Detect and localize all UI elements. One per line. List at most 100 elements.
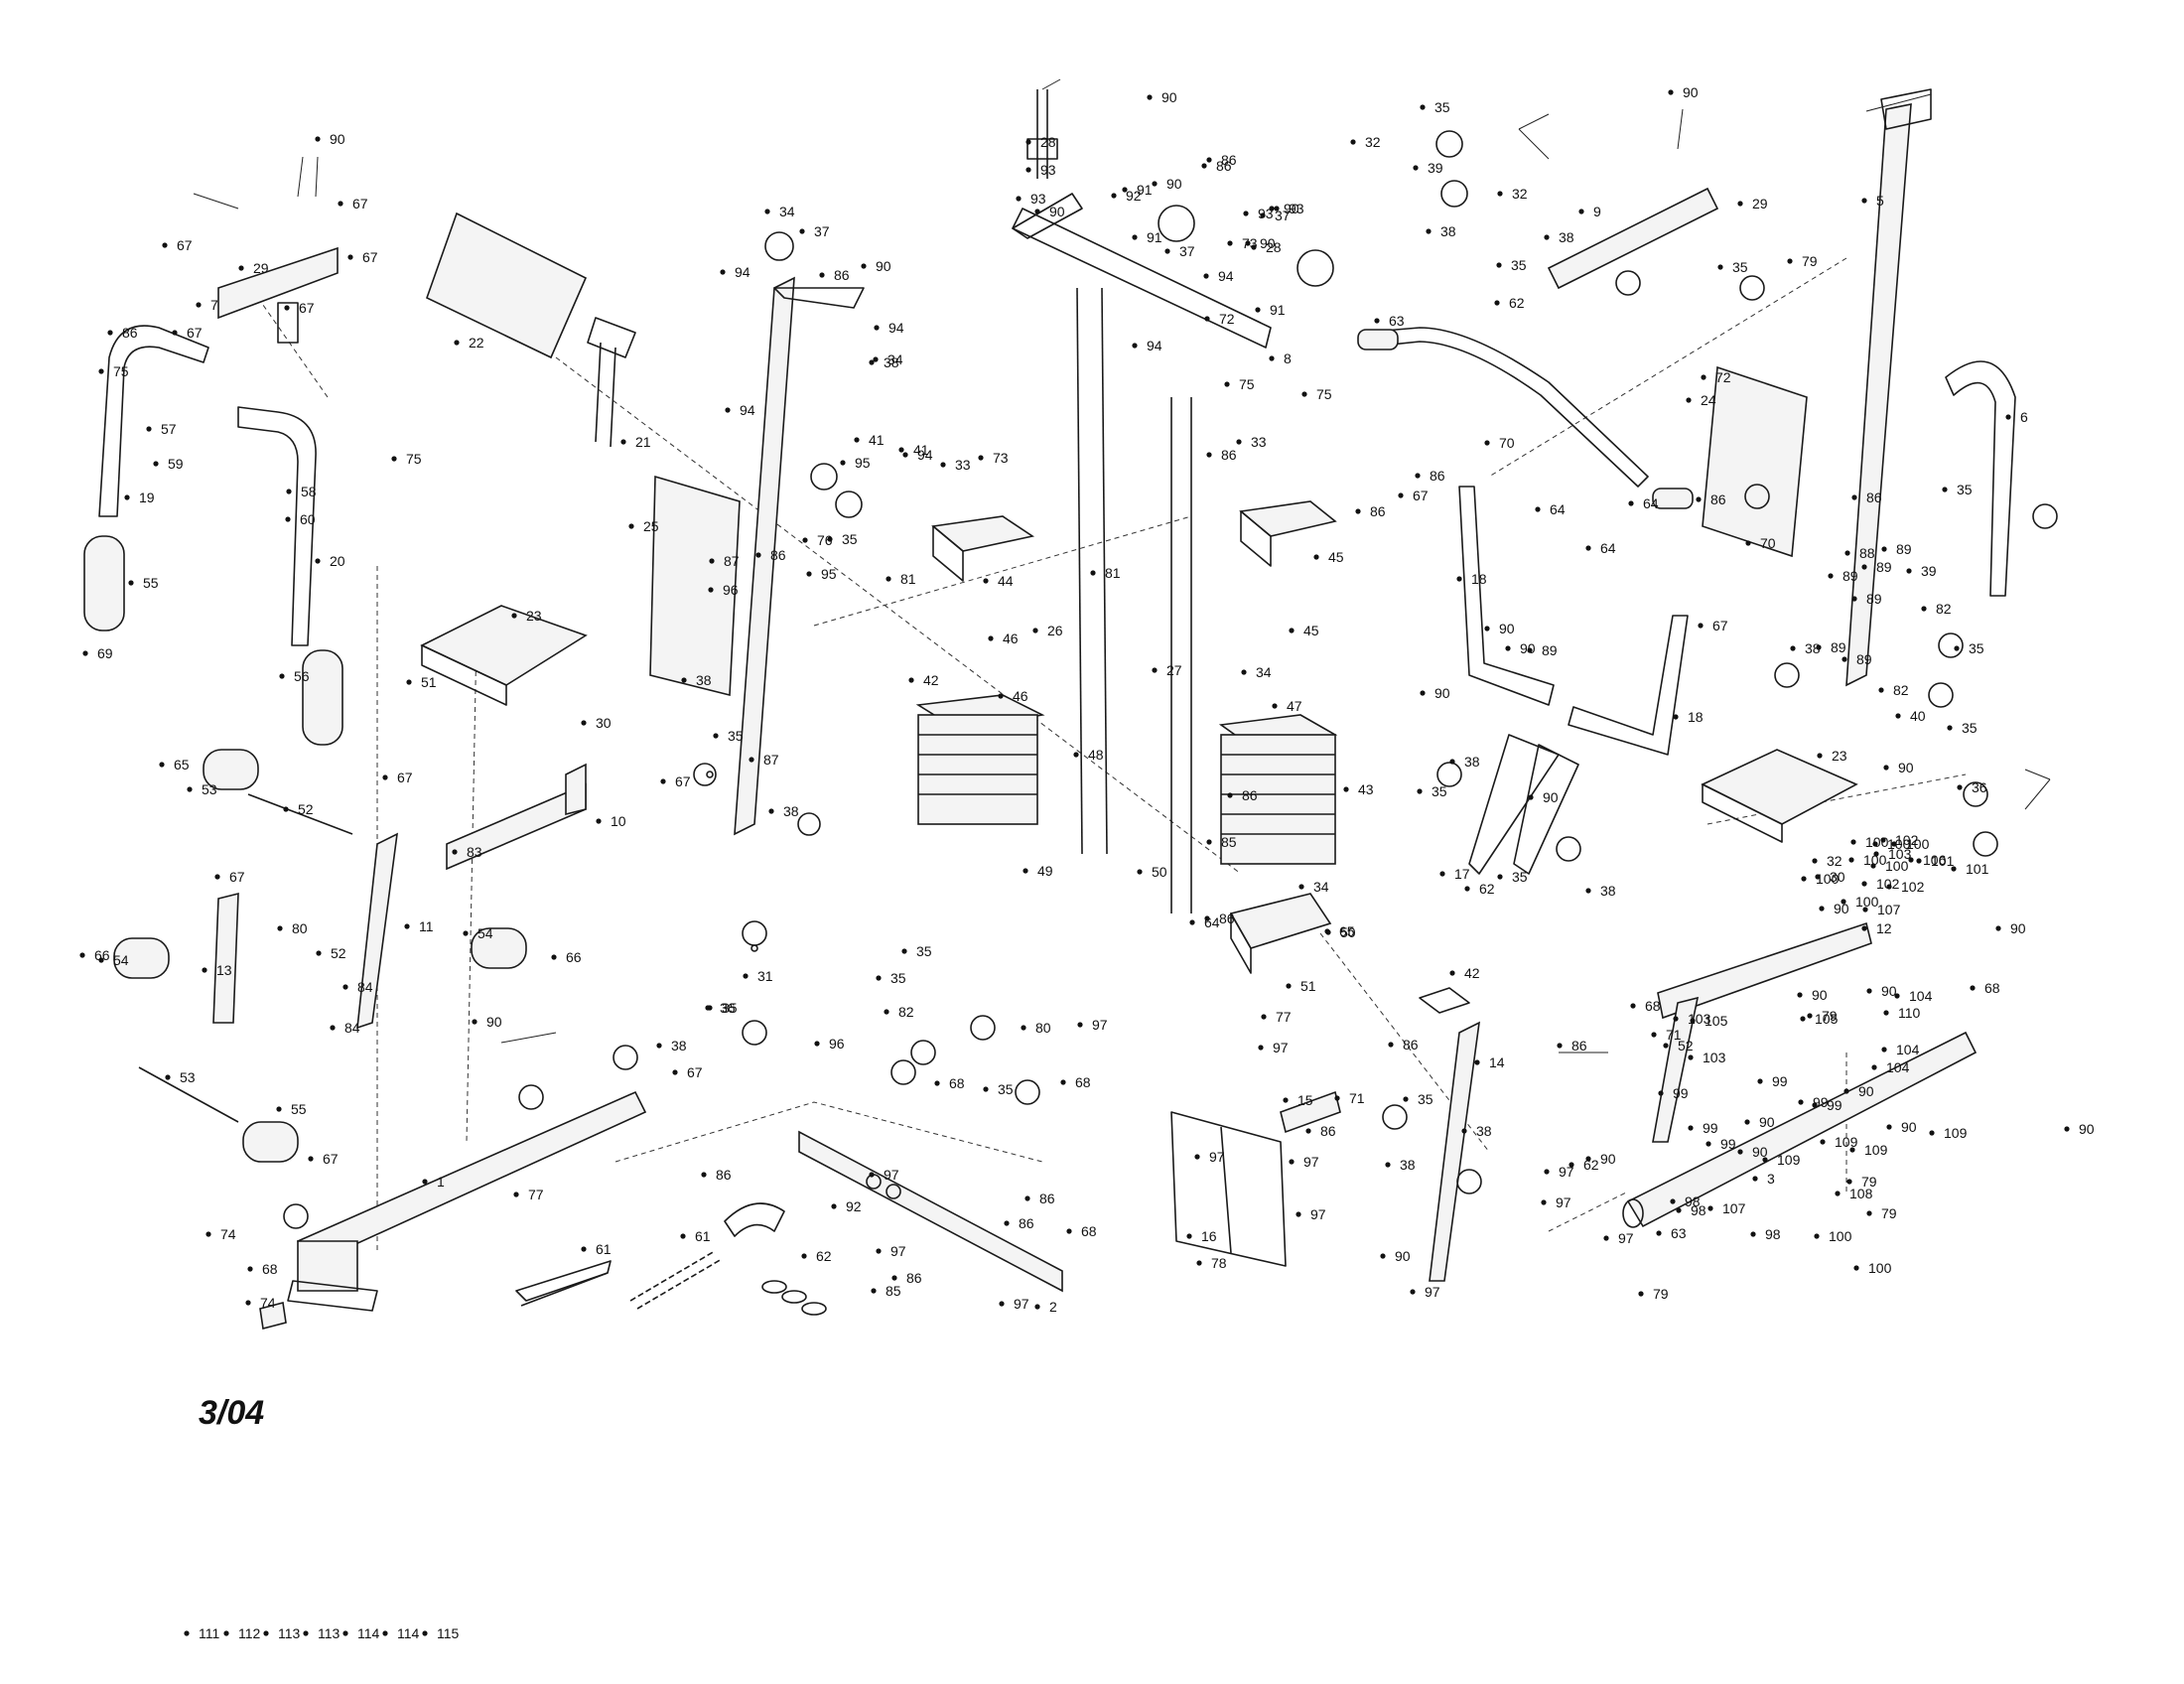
part-number-label: 38 bbox=[1559, 229, 1574, 245]
part-number-label: 97 bbox=[1092, 1017, 1108, 1033]
bolt-dot bbox=[1557, 1043, 1563, 1049]
part-number-label: 100 bbox=[1865, 834, 1889, 850]
bolt-dot bbox=[1541, 1199, 1547, 1205]
part-number-label: 59 bbox=[168, 456, 184, 472]
part-number-label: 90 bbox=[2079, 1121, 2095, 1137]
part-number-label: 68 bbox=[1081, 1223, 1097, 1239]
bolt-dot bbox=[1122, 187, 1128, 193]
bolt-dot bbox=[827, 536, 833, 542]
part-number-label: 20 bbox=[330, 553, 345, 569]
part-number-label: 94 bbox=[888, 320, 904, 336]
part-number-label: 43 bbox=[1358, 781, 1374, 797]
bolt-dot bbox=[315, 136, 321, 142]
bolt-dot bbox=[1673, 1016, 1679, 1022]
bolt-dot bbox=[214, 874, 220, 880]
part-ankle-straps-58 bbox=[761, 1280, 827, 1316]
part-number-label: 90 bbox=[1759, 1114, 1775, 1130]
bolt-dot bbox=[1861, 881, 1867, 887]
bolt-dot bbox=[1060, 1079, 1066, 1085]
part-number-label: 90 bbox=[1260, 235, 1276, 251]
bolt-dot bbox=[840, 460, 846, 466]
part-number-label: 10 bbox=[611, 813, 626, 829]
part-center-posts-28 bbox=[1026, 89, 1058, 179]
part-number-label: 93 bbox=[1289, 201, 1304, 216]
bolt-dot bbox=[342, 984, 348, 990]
part-number-label: 100 bbox=[1868, 1260, 1892, 1276]
bolt-dot bbox=[98, 368, 104, 374]
part-number-label: 86 bbox=[1039, 1191, 1055, 1206]
part-lat-bar-59 bbox=[1357, 327, 1694, 509]
bolt-dot bbox=[1891, 841, 1897, 847]
part-number-label: 86 bbox=[122, 325, 138, 341]
bolt-dot bbox=[819, 272, 825, 278]
bolt-dot bbox=[814, 1041, 820, 1047]
part-number-label: 105 bbox=[1705, 1013, 1728, 1029]
part-number-label: 13 bbox=[216, 962, 232, 978]
part-number-label: 67 bbox=[352, 196, 368, 211]
part-number-label: 67 bbox=[229, 869, 245, 885]
bolt-dot bbox=[146, 426, 152, 432]
bolt-dot bbox=[1505, 645, 1511, 651]
bolt-dot bbox=[283, 806, 289, 812]
bolt-dot bbox=[1544, 1169, 1550, 1175]
part-number-label: 50 bbox=[1340, 924, 1356, 940]
bolt-dot bbox=[172, 330, 178, 336]
bolt-dot bbox=[1374, 318, 1380, 324]
bolt-dot bbox=[196, 302, 202, 308]
part-upright-4 bbox=[734, 276, 865, 836]
bolt-dot bbox=[513, 1192, 519, 1197]
bolt-dot bbox=[1894, 993, 1900, 999]
bolt-dot bbox=[1343, 786, 1349, 792]
part-base-frame-1 bbox=[287, 1090, 647, 1312]
bolt-dot bbox=[1701, 374, 1706, 380]
bolt-dot bbox=[238, 265, 244, 271]
part-number-label: 63 bbox=[1389, 313, 1405, 329]
part-seat-frame-10 bbox=[446, 763, 587, 871]
part-number-label: 75 bbox=[1316, 386, 1332, 402]
bolt-dot bbox=[725, 407, 731, 413]
bolt-dot bbox=[1484, 626, 1490, 632]
bolt-dot bbox=[1258, 1045, 1264, 1051]
part-number-label: 41 bbox=[869, 432, 885, 448]
bolt-dot bbox=[1535, 506, 1541, 512]
part-number-label: 70 bbox=[1499, 435, 1515, 451]
bolt-dot bbox=[223, 1630, 229, 1636]
part-number-label: 86 bbox=[716, 1167, 732, 1183]
bolt-dot bbox=[1651, 1032, 1657, 1038]
part-number-label: 90 bbox=[1434, 685, 1450, 701]
part-number-label: 5 bbox=[1876, 193, 1884, 209]
part-number-label: 91 bbox=[1137, 182, 1153, 198]
bolt-dot bbox=[680, 1233, 686, 1239]
part-number-label: 62 bbox=[816, 1248, 832, 1264]
part-number-label: 78 bbox=[1211, 1255, 1227, 1271]
bolt-dot bbox=[463, 930, 469, 936]
bolt-dot bbox=[1403, 1096, 1409, 1102]
bolt-dot bbox=[1878, 687, 1884, 693]
bolt-dot bbox=[1848, 857, 1854, 863]
part-number-label: 98 bbox=[1685, 1193, 1701, 1209]
part-number-label: 64 bbox=[1550, 501, 1566, 517]
part-number-label: 79 bbox=[1653, 1286, 1669, 1302]
part-number-label: 104 bbox=[1909, 988, 1933, 1004]
bolt-dot bbox=[581, 720, 587, 726]
part-number-label: 37 bbox=[814, 223, 830, 239]
bolt-dot bbox=[1494, 300, 1500, 306]
bolt-dot bbox=[1464, 886, 1470, 892]
bolt-dot bbox=[1243, 210, 1249, 216]
bolt-dot bbox=[153, 461, 159, 467]
part-number-label: 77 bbox=[1276, 1009, 1292, 1025]
part-number-label: 90 bbox=[1543, 789, 1559, 805]
part-number-label: 67 bbox=[362, 249, 378, 265]
bolt-dot bbox=[1656, 1230, 1662, 1236]
part-number-label: 90 bbox=[1049, 204, 1065, 219]
part-number-label: 86 bbox=[1430, 468, 1445, 484]
part-number-label: 24 bbox=[1701, 392, 1716, 408]
part-number-label: 82 bbox=[898, 1004, 914, 1020]
part-number-label: 93 bbox=[1030, 191, 1046, 207]
part-number-label: 6 bbox=[2020, 409, 2028, 425]
bolt-dot bbox=[1841, 899, 1846, 905]
bolt-dot bbox=[277, 925, 283, 931]
part-number-label: 57 bbox=[161, 421, 177, 437]
part-number-label: 100 bbox=[1816, 871, 1840, 887]
bolt-dot bbox=[1850, 839, 1856, 845]
